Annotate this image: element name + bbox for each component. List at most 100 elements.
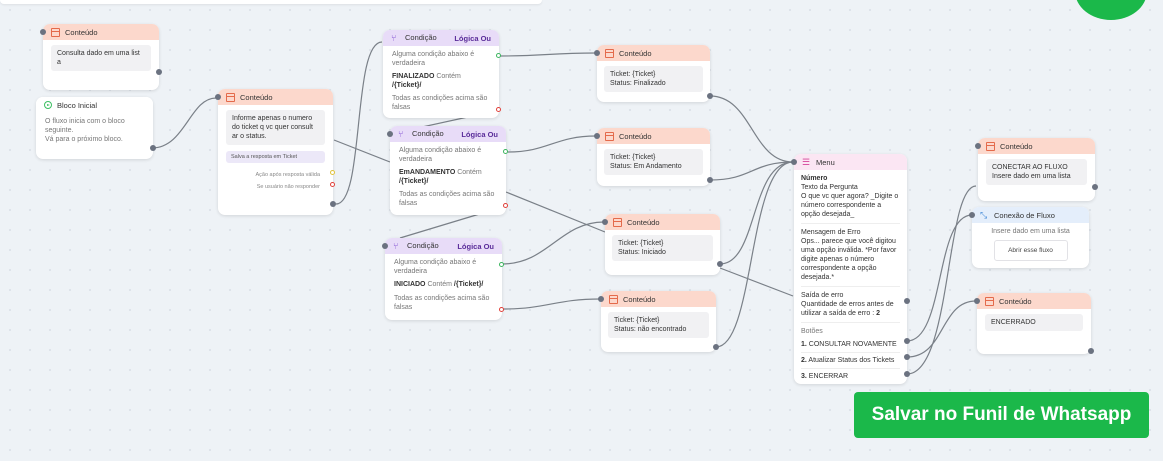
edge-start-n2 — [151, 97, 217, 149]
input-port[interactable] — [594, 50, 600, 56]
content-node-iniciado[interactable]: Conteúdo Ticket: {Ticket}Status: Iniciad… — [602, 214, 723, 275]
input-port[interactable] — [598, 296, 604, 302]
edge-c3-r3 — [501, 221, 605, 265]
content-node-encerrado[interactable]: Conteúdo ENCERRADO — [974, 293, 1094, 354]
status-line: Status: Em Andamento — [610, 163, 682, 170]
content-icon — [613, 217, 622, 227]
branch-icon: ⑂ — [393, 240, 399, 251]
input-port[interactable] — [602, 219, 608, 225]
valid-output-port[interactable] — [330, 170, 335, 175]
content-icon — [609, 294, 618, 304]
edge-menu1-cx — [906, 214, 973, 342]
link-icon: ⤡ — [980, 209, 988, 220]
ticket-line: Ticket: {Ticket} — [614, 317, 660, 324]
output-port[interactable] — [707, 93, 713, 99]
false-output-port[interactable] — [496, 107, 501, 112]
input-port[interactable] — [969, 212, 975, 218]
node-title: Conteúdo — [999, 296, 1032, 306]
edge-c1-r1 — [499, 52, 597, 57]
option2-output-port[interactable] — [904, 354, 910, 360]
content-icon — [605, 131, 614, 141]
floating-action-button[interactable] — [1075, 0, 1147, 20]
start-description: O fluxo inicia com o bloco seguinte. — [45, 118, 125, 134]
save-funnel-button[interactable]: Salvar no Funil de Whatsapp — [854, 392, 1149, 438]
ticket-line: Ticket: {Ticket} — [610, 154, 656, 161]
content-node-consulta[interactable]: Conteúdo Consulta dado em uma list a — [40, 24, 162, 90]
input-port[interactable] — [974, 298, 980, 304]
open-flow-button[interactable]: Abrir esse fluxo — [993, 240, 1068, 261]
buttons-label: Botões — [801, 328, 823, 335]
condition-operator: Contém — [457, 169, 482, 176]
menu-node[interactable]: ☰Menu Número Texto da Pergunta O que vc … — [791, 154, 910, 384]
true-output-port[interactable] — [496, 53, 501, 58]
option1-output-port[interactable] — [904, 338, 910, 344]
option3-output-port[interactable] — [904, 371, 910, 377]
output-port[interactable] — [330, 201, 336, 207]
node-body: Consulta dado em uma list a — [51, 45, 151, 71]
menu-option-1[interactable]: 1. CONSULTAR NOVAMENTE — [801, 341, 897, 348]
menu-option-2[interactable]: 2. Atualizar Status dos Tickets — [801, 357, 895, 364]
error-text: Ops... parece que você digitou uma opção… — [801, 238, 897, 281]
error-label: Mensagem de Erro — [801, 229, 861, 236]
edge-n2-c1 — [335, 41, 383, 205]
true-output-port[interactable] — [503, 149, 508, 154]
all-false-label: Todas as condições acima são falsas — [399, 191, 495, 207]
status-line: Status: não encontrado — [614, 326, 687, 333]
exit-text: Quantidade de erros antes de utilizar a … — [801, 301, 894, 317]
condition-value: /{Ticket}/ — [453, 281, 484, 288]
output-port[interactable] — [1088, 348, 1094, 354]
edge-menu3-e1 — [906, 185, 977, 375]
input-port[interactable] — [382, 243, 388, 249]
content-node-informe[interactable]: Conteúdo Informe apenas o numero do tick… — [215, 89, 336, 215]
logic-label: Lógica Ou — [454, 33, 491, 43]
content-icon — [986, 141, 995, 151]
input-port[interactable] — [791, 159, 797, 165]
question-text: O que vc quer agora? _Digite o número co… — [801, 193, 899, 218]
node-title: Menu — [816, 157, 835, 167]
input-port[interactable] — [215, 94, 221, 100]
input-port[interactable] — [40, 29, 46, 35]
content-node-nao-encontrado[interactable]: Conteúdo Ticket: {Ticket}Status: não enc… — [598, 291, 719, 352]
content-node-andamento[interactable]: Conteúdo Ticket: {Ticket} Status: Em Anda… — [594, 128, 713, 186]
false-output-port[interactable] — [503, 203, 508, 208]
output-port[interactable] — [717, 261, 723, 267]
node-title: Conteúdo — [619, 131, 652, 141]
noresponse-output-port[interactable] — [330, 182, 335, 187]
output-port[interactable] — [707, 177, 713, 183]
content-icon — [51, 27, 60, 37]
input-port[interactable] — [975, 143, 981, 149]
error-output-port[interactable] — [904, 298, 910, 304]
content-node-finalizado[interactable]: Conteúdo Ticket: {Ticket}Status: Finaliz… — [594, 45, 713, 102]
output-port[interactable] — [1092, 184, 1098, 190]
node-title: Condição — [407, 241, 439, 251]
content-icon — [605, 48, 614, 58]
condition-operator: Contém — [436, 73, 461, 80]
start-node[interactable]: Bloco Inicial O fluxo inicia com o bloco… — [36, 97, 156, 159]
output-port[interactable] — [713, 344, 719, 350]
logic-label: Lógica Ou — [457, 241, 494, 251]
exit-label: Saída de erro — [801, 292, 844, 299]
content-node-conectar[interactable]: Conteúdo CONECTAR AO FLUXO Insere dado e… — [975, 138, 1098, 201]
input-port[interactable] — [594, 133, 600, 139]
node-title: Conteúdo — [627, 217, 660, 227]
edge-menu2-e2 — [906, 300, 977, 358]
condition-operator: Contém — [427, 281, 452, 288]
all-false-label: Todas as condições acima são falsas — [394, 295, 490, 311]
false-output-port[interactable] — [499, 307, 504, 312]
output-port[interactable] — [156, 69, 162, 75]
edge-r4-menu — [715, 161, 794, 348]
node-title: Conexão de Fluxo — [994, 210, 1055, 220]
start-next: Vá para o próximo bloco. — [45, 136, 123, 143]
edge-c2-r3line — [505, 191, 606, 233]
output-port[interactable] — [150, 145, 156, 151]
menu-option-3[interactable]: 3. ENCERRAR — [801, 373, 849, 380]
node-body: Informe apenas o numero do ticket q vc q… — [226, 110, 325, 145]
input-port[interactable] — [387, 131, 393, 137]
edge-c3fail-r4 — [501, 298, 601, 310]
flow-connection-node[interactable]: ⤡Conexão de Fluxo Insere dado em uma lis… — [969, 207, 1089, 268]
true-output-port[interactable] — [499, 262, 504, 267]
